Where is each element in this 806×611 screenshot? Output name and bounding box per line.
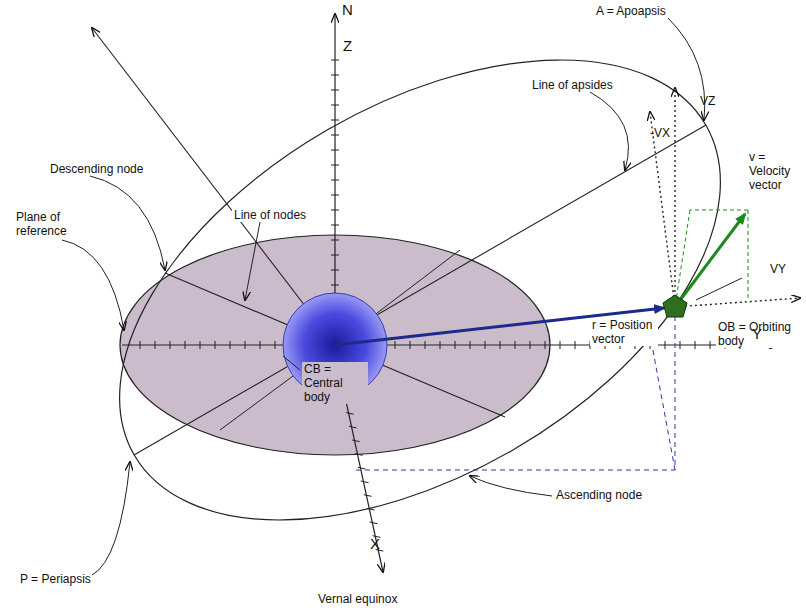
line-label: Line of apsides	[530, 78, 615, 92]
point-label: A = Apoapsis	[596, 4, 666, 18]
plane-label: Plane of reference	[16, 210, 86, 238]
component-label: VY	[770, 262, 786, 276]
axis-name: N	[342, 2, 353, 18]
body-label: CB = Central body	[302, 362, 368, 404]
node-label: Descending node	[50, 162, 143, 176]
axis-name: Z	[343, 38, 352, 54]
vector-label: r = Position vector	[590, 318, 658, 346]
axis-name: Y	[752, 326, 762, 342]
line-label: Line of nodes	[232, 208, 308, 222]
node-label: Ascending node	[556, 488, 642, 502]
component-label: VZ	[700, 94, 715, 108]
component-label: -VX	[650, 126, 670, 140]
axis-label: Vernal equinox	[318, 592, 397, 606]
orbit-ellipse	[42, 0, 799, 611]
point-label: P = Periapsis	[20, 572, 91, 586]
orbiting-body	[663, 295, 687, 317]
vector-label: v = Velocity vector	[749, 150, 803, 192]
axis-name: X	[370, 536, 380, 552]
